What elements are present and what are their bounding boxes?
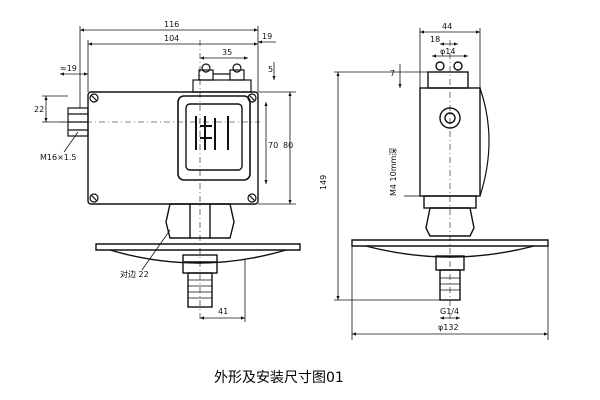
front-body xyxy=(87,91,259,205)
scale-marks xyxy=(195,116,229,150)
dim-hex-note: 对边 22 xyxy=(120,269,149,279)
side-dimensions xyxy=(334,28,549,340)
dim-thread: M16×1.5 xyxy=(40,153,77,162)
dim-80: 80 xyxy=(283,141,293,150)
dim-approx-19: ≈19 xyxy=(60,64,77,73)
dim-18: 18 xyxy=(430,35,440,44)
side-view xyxy=(351,40,549,320)
dim-116: 116 xyxy=(164,20,179,29)
dim-g14: G1/4 xyxy=(440,307,459,316)
dim-phi-132: φ132 xyxy=(438,323,459,332)
front-dim-labels: 116 104 35 19 ≈19 22 M16×1.5 70 80 5 41 … xyxy=(34,20,293,316)
dim-149: 149 xyxy=(319,175,328,190)
dial-window-inner xyxy=(185,103,243,171)
side-dim-labels: 44 18 φ14 149 M4 10mm深 7 G1/4 φ132 xyxy=(319,22,459,332)
dim-phi-14: φ14 xyxy=(440,47,455,56)
dim-41: 41 xyxy=(218,307,228,316)
hex-nut xyxy=(165,203,235,239)
diaphragm-flange xyxy=(95,243,301,264)
drawing-caption: 外形及安装尺寸图01 xyxy=(214,370,344,386)
dim-5: 5 xyxy=(268,65,273,74)
dim-104: 104 xyxy=(164,34,179,43)
dim-44: 44 xyxy=(442,22,452,31)
dim-35: 35 xyxy=(222,48,232,57)
corner-screws xyxy=(89,93,257,203)
dim-19: 19 xyxy=(262,32,272,41)
dim-7: 7 xyxy=(390,69,395,78)
dim-screw: M4 10mm深 xyxy=(389,148,398,196)
top-adjuster xyxy=(192,63,252,93)
center-lines xyxy=(60,40,260,322)
front-dimensions xyxy=(42,26,296,322)
dim-70: 70 xyxy=(268,141,278,150)
dial-window-outer xyxy=(177,95,251,181)
front-view xyxy=(60,40,301,322)
dim-22: 22 xyxy=(34,105,44,114)
